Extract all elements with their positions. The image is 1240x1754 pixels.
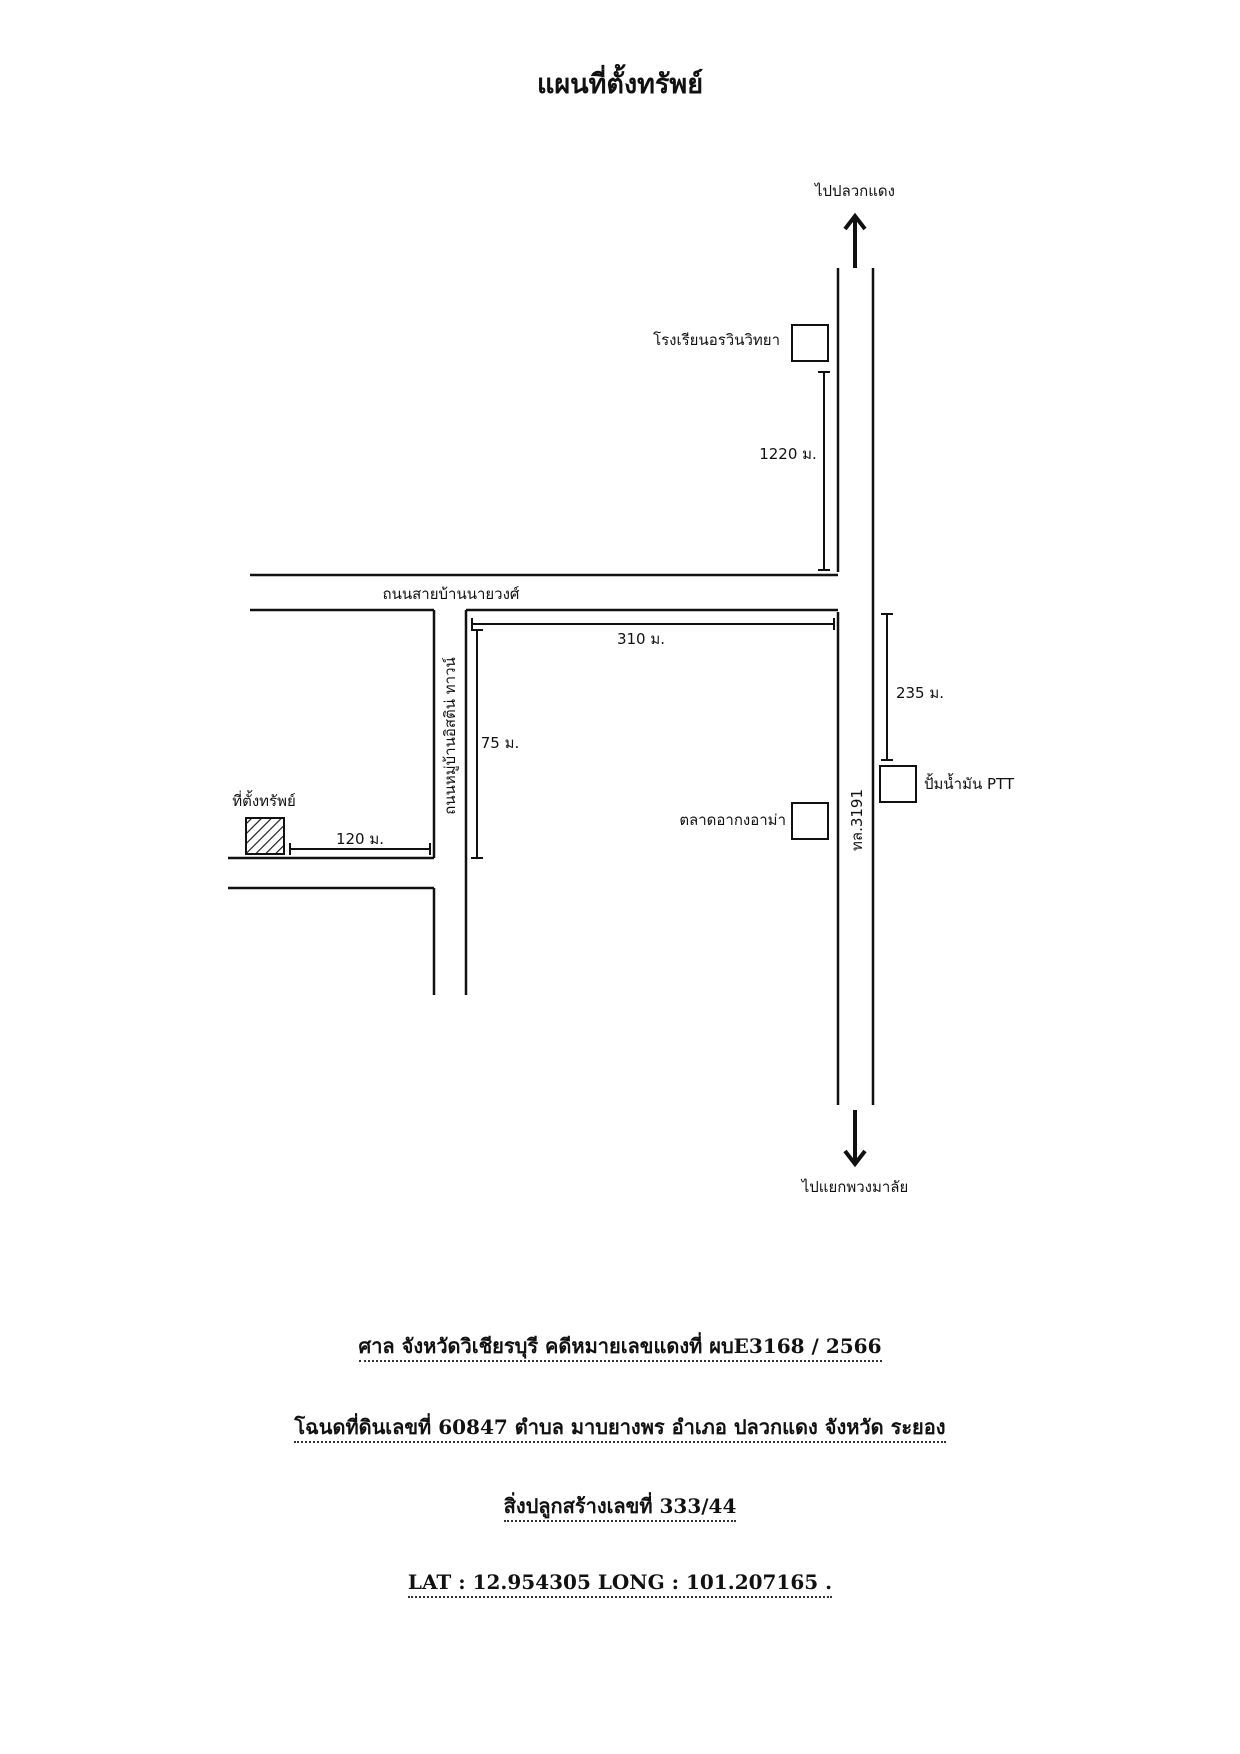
market-marker: [791, 802, 829, 840]
building-number-line: สิ่งปลูกสร้างเลขที่ 333/44: [0, 1490, 1240, 1522]
main-road-label: ถนนสายบ้านนายวงศ์: [383, 585, 520, 603]
distance-310-label: 310 ม.: [617, 630, 665, 648]
gas-station-marker: [879, 765, 917, 803]
dimension-310: [471, 618, 835, 630]
market-label: ตลาดอากงอาม่า: [679, 811, 786, 829]
distance-75-label: 75 ม.: [481, 734, 520, 752]
south-arrow-head: [843, 1149, 867, 1168]
dimension-235: [881, 613, 893, 761]
court-case-line: ศาล จังหวัดวิเชียรบุรี คดีหมายเลขแดงที่ …: [0, 1330, 1240, 1362]
north-direction-label: ไปปลวกแดง: [814, 182, 895, 200]
property-label: ที่ตั้งทรัพย์: [232, 790, 296, 810]
property-marker: [245, 817, 285, 855]
distance-1220-label: 1220 ม.: [759, 445, 817, 463]
distance-120-label: 120 ม.: [336, 830, 384, 848]
village-road-label: ถนนหมู่บ้านอิสติน่ ทาวน์: [441, 657, 459, 815]
dimension-1220: [818, 371, 830, 571]
dimension-120: [289, 843, 431, 855]
school-marker: [791, 324, 829, 362]
north-arrow-head: [843, 212, 867, 231]
dimension-75: [471, 629, 483, 859]
page-title: แผนที่ตั้งทรัพย์: [536, 69, 704, 100]
school-label: โรงเรียนอรวินวิทยา: [653, 331, 780, 349]
gas-station-label: ปั้มน้ำมัน PTT: [924, 773, 1015, 793]
coordinates-line: LAT : 12.954305 LONG : 101.207165 .: [0, 1570, 1240, 1598]
south-direction-label: ไปแยกพวงมาลัย: [801, 1178, 909, 1196]
highway-label: ทล.3191: [848, 789, 866, 851]
distance-235-label: 235 ม.: [896, 684, 944, 702]
title-deed-line: โฉนดที่ดินเลขที่ 60847 ตำบล มาบยางพร อำเ…: [0, 1411, 1240, 1443]
